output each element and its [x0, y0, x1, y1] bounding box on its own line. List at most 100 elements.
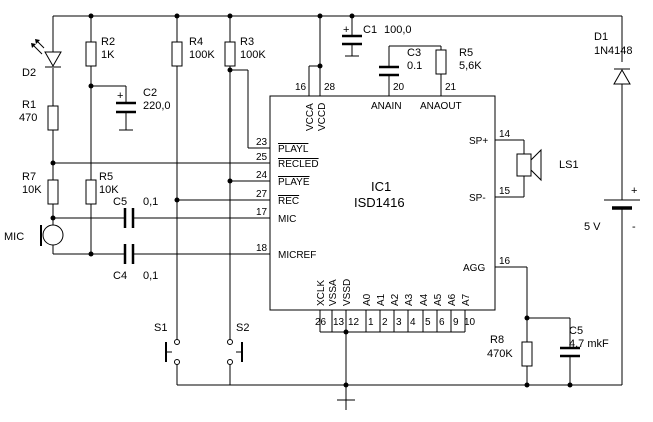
pin-num-25: 25 [256, 152, 268, 163]
c5b-name: C5 [569, 325, 583, 337]
r5a-resistor [85, 179, 97, 205]
r5a-value: 10K [99, 184, 119, 196]
pin-num-21: 21 [445, 82, 457, 93]
pin-anain: ANAIN [371, 101, 402, 112]
r1-resistor [47, 105, 59, 131]
r4-value: 100K [189, 49, 215, 61]
ic-part: ISD1416 [354, 195, 405, 210]
r8-resistor [521, 341, 533, 367]
ic-name: IC1 [371, 179, 391, 194]
c4-name: C4 [113, 270, 127, 282]
pin-playl: PLAYL [278, 144, 309, 155]
pin-num-16-top: 16 [295, 82, 307, 93]
c3-name: C3 [407, 47, 421, 59]
pin-num-14: 14 [499, 129, 511, 140]
wires [52, 15, 623, 401]
c1-capacitor [342, 34, 362, 46]
pin-a0: A0 [362, 293, 373, 306]
r5b-value: 5,6K [459, 60, 482, 72]
battery-symbol [604, 199, 640, 214]
battery-voltage: 5 V [584, 221, 601, 233]
pin-num-6: 6 [439, 317, 445, 328]
r5b-resistor [435, 49, 447, 75]
ic-pin-numbers: 16 28 20 21 23 25 24 27 17 18 14 15 16 2… [256, 82, 511, 328]
r7-value: 10K [22, 184, 42, 196]
r2-value: 1K [101, 49, 115, 61]
pin-agg: AGG [463, 263, 485, 274]
c2-value: 220,0 [143, 100, 171, 112]
r3-name: R3 [240, 36, 254, 48]
pin-vssd: VSSD [342, 279, 353, 306]
ic-bottom-pin-labels: XCLK VSSA VSSD A0 A1 A2 A3 A4 A5 A6 A7 [316, 279, 472, 306]
mic-symbol [40, 224, 64, 246]
ic-right-pin-labels: SP+ SP- AGG [463, 136, 488, 274]
r8-value: 470K [487, 348, 513, 360]
pin-num-26: 26 [315, 317, 327, 328]
c4-capacitor [123, 244, 135, 264]
ls1-speaker-symbol [516, 148, 542, 182]
s1-name: S1 [154, 322, 167, 334]
pin-a6: A6 [447, 293, 458, 306]
c1-name: C1 [363, 24, 377, 36]
pin-num-1: 1 [368, 317, 374, 328]
d2-name: D2 [22, 67, 36, 79]
component-labels: D2 R1 470 R7 10K MIC R2 1K + C2 220,0 R5… [4, 24, 637, 360]
pin-num-2: 2 [382, 317, 388, 328]
pin-playe: PLAYE [278, 177, 310, 188]
pin-num-12: 12 [348, 317, 360, 328]
c1-value: 100,0 [384, 24, 412, 36]
pin-xclk: XCLK [316, 280, 327, 306]
s1-switch-symbol [165, 339, 180, 365]
pin-num-5: 5 [425, 317, 431, 328]
pin-num-20: 20 [393, 82, 405, 93]
s2-switch-symbol [227, 339, 243, 365]
d1-value: 1N4148 [594, 45, 633, 57]
r4-resistor [171, 41, 183, 67]
pin-num-16-right: 16 [499, 256, 511, 267]
ic-body [269, 95, 496, 311]
pin-num-15: 15 [499, 186, 511, 197]
c3-value: 0.1 [407, 60, 422, 72]
pin-a7: A7 [461, 293, 472, 306]
r1-name: R1 [22, 99, 36, 111]
ls1-name: LS1 [559, 159, 579, 171]
pin-vssa: VSSA [328, 279, 339, 306]
pin-spm: SP- [469, 193, 486, 204]
pin-anaout: ANAOUT [420, 101, 462, 112]
junction-dots [50, 13, 573, 388]
pin-num-24: 24 [256, 170, 268, 181]
r1-value: 470 [19, 112, 37, 124]
pin-vcca: VCCA [305, 103, 316, 131]
c5a-capacitor [123, 208, 135, 228]
r2-resistor [85, 41, 97, 67]
pin-num-4: 4 [410, 317, 416, 328]
d2-led-symbol [31, 39, 62, 68]
ic-top-pin-labels: ANAIN ANAOUT VCCA VCCD [305, 101, 462, 131]
r5b-name: R5 [459, 47, 473, 59]
c2-capacitor [116, 101, 136, 114]
r5a-name: R5 [99, 171, 113, 183]
pin-a2: A2 [390, 293, 401, 306]
pin-a4: A4 [419, 293, 430, 306]
pin-num-17: 17 [256, 207, 268, 218]
pin-a3: A3 [404, 293, 415, 306]
c5b-capacitor [560, 346, 580, 358]
pin-rec: REC [278, 196, 299, 207]
pin-num-13: 13 [333, 317, 345, 328]
pin-num-28: 28 [324, 82, 336, 93]
pin-recled: RECLED [278, 159, 319, 170]
pin-mic: MIC [278, 214, 296, 225]
r7-resistor [47, 179, 59, 205]
pin-spp: SP+ [469, 136, 488, 147]
pin-num-23: 23 [256, 137, 268, 148]
c5b-value: 4,7 mkF [569, 338, 609, 350]
c5a-name: C5 [113, 196, 127, 208]
r8-name: R8 [490, 334, 504, 346]
battery-minus: - [632, 221, 636, 233]
ic-left-pin-labels: PLAYL RECLED PLAYE REC MIC MICREF [278, 144, 319, 261]
r3-resistor [224, 41, 236, 67]
c5a-value: 0,1 [143, 196, 158, 208]
pin-a1: A1 [376, 293, 387, 306]
pin-num-10: 10 [464, 317, 476, 328]
